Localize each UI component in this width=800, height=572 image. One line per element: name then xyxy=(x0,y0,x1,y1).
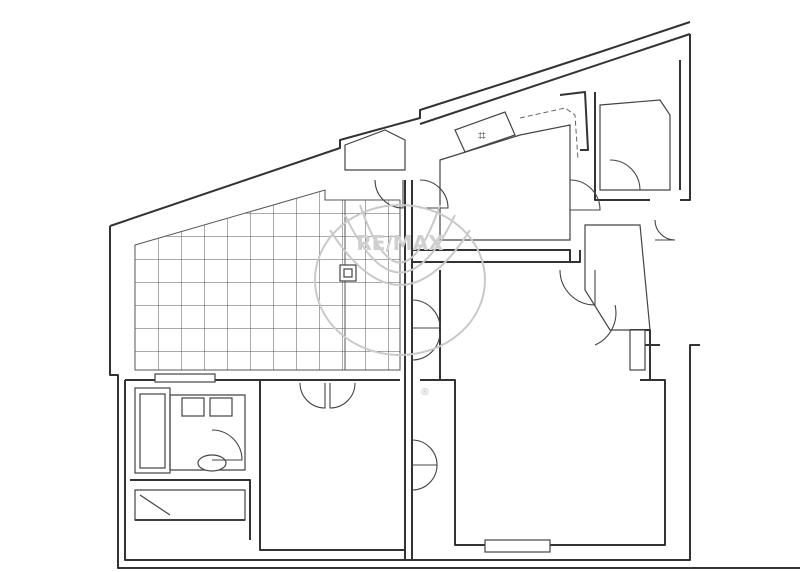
outer-walls xyxy=(109,21,800,569)
tiled-corridor: ⌗ xyxy=(439,91,589,241)
storage-strip xyxy=(134,489,246,521)
toilet xyxy=(197,454,227,472)
tiled-niche xyxy=(344,129,406,171)
svg-text:⌗: ⌗ xyxy=(478,128,486,144)
watermark-logo: RE/MAX ® xyxy=(314,204,486,398)
watermark-brand: RE/MAX xyxy=(356,231,444,255)
tiled-hall xyxy=(134,189,401,371)
bathroom xyxy=(134,387,246,474)
windows xyxy=(154,329,646,553)
tiled-service-room xyxy=(594,92,671,201)
washbasin xyxy=(181,397,205,417)
door-swings xyxy=(211,159,676,491)
watermark-registered-mark: ® xyxy=(420,387,430,398)
